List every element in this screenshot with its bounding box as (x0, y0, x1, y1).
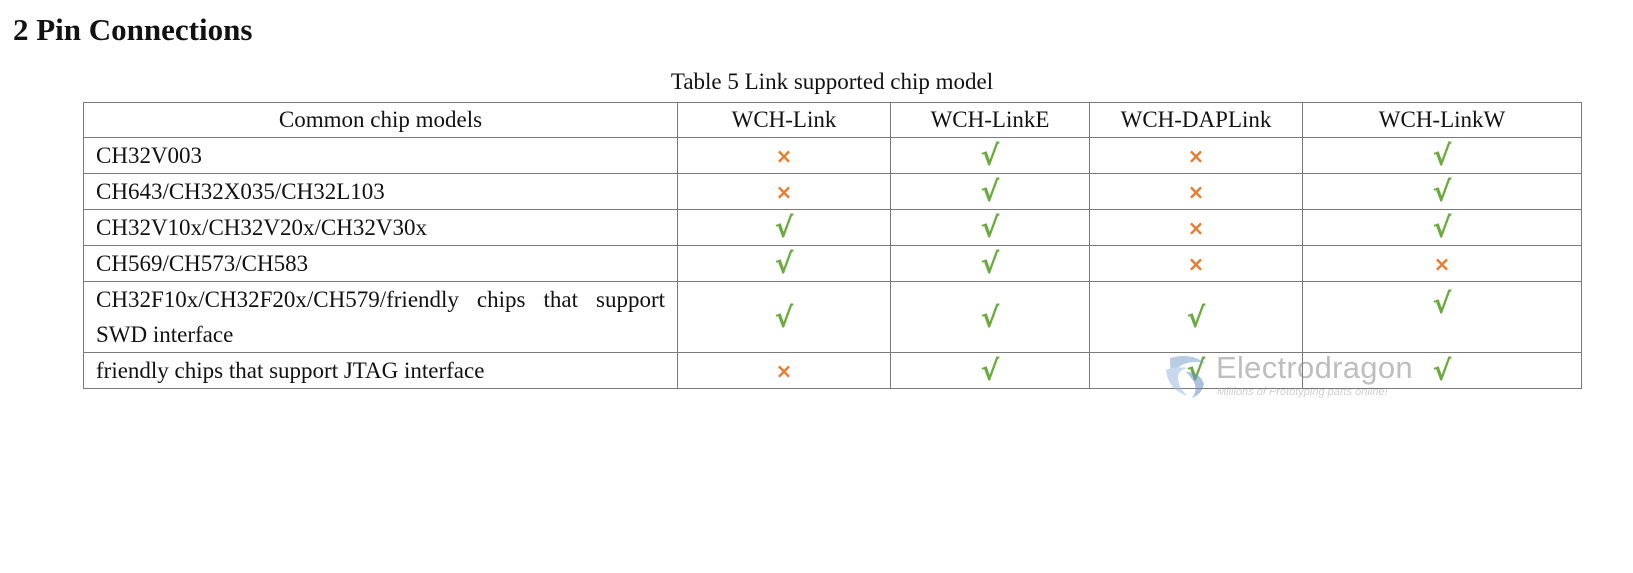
support-mark-icon: √ (1432, 211, 1452, 244)
support-mark-icon: × (1187, 251, 1205, 276)
support-mark-icon: × (775, 143, 793, 168)
table-header-row: Common chip models WCH-Link WCH-LinkE WC… (83, 102, 1582, 138)
watermark-tagline: Millions of Prototyping parts online! (1217, 386, 1388, 398)
support-mark-icon: √ (980, 300, 1000, 334)
support-mark-icon: × (1433, 251, 1451, 276)
chip-support-table: Common chip models WCH-Link WCH-LinkE WC… (83, 102, 1582, 389)
table-caption: Table 5 Link supported chip model (670, 69, 994, 94)
watermark-name: Electrodragon (1216, 350, 1413, 385)
table-row: CH569/CH573/CH583 √ √ × × (83, 245, 1582, 282)
chip-model-cell: CH569/CH573/CH583 (83, 245, 678, 282)
electrodragon-logo-icon (1166, 356, 1206, 398)
support-mark-icon: × (775, 358, 793, 383)
support-mark-icon: √ (774, 211, 794, 244)
header-wch-linke: WCH-LinkE (890, 102, 1090, 138)
support-mark-icon: √ (1186, 300, 1206, 334)
table-row: CH32V003 × √ × √ (83, 137, 1582, 174)
chip-model-cell: friendly chips that support JTAG interfa… (83, 352, 678, 389)
header-wch-link: WCH-Link (677, 102, 891, 138)
support-mark-icon: × (775, 179, 793, 204)
header-wch-linkw: WCH-LinkW (1302, 102, 1582, 138)
table-row: CH643/CH32X035/CH32L103 × √ × √ (83, 173, 1582, 210)
chip-model-cell: CH643/CH32X035/CH32L103 (83, 173, 678, 210)
support-mark-icon: √ (1432, 175, 1452, 208)
header-wch-daplink: WCH-DAPLink (1089, 102, 1303, 138)
support-mark-icon: √ (1432, 286, 1452, 320)
chip-model-cell: CH32V003 (83, 137, 678, 174)
support-mark-icon: √ (1432, 354, 1452, 387)
support-mark-icon: √ (980, 247, 1000, 280)
support-mark-icon: √ (980, 354, 1000, 387)
support-mark-icon: √ (1432, 139, 1452, 172)
support-mark-icon: √ (980, 139, 1000, 172)
support-mark-icon: √ (774, 300, 794, 334)
support-mark-icon: × (1187, 143, 1205, 168)
table-row: CH32V10x/CH32V20x/CH32V30x √ √ × √ (83, 209, 1582, 246)
chip-model-cell: CH32V10x/CH32V20x/CH32V30x (83, 209, 678, 246)
chip-model-cell: CH32F10x/CH32F20x/CH579/friendly chips t… (83, 281, 678, 353)
table-row: CH32F10x/CH32F20x/CH579/friendly chips t… (83, 281, 1582, 353)
support-mark-icon: √ (774, 247, 794, 280)
section-heading: 2 Pin Connections (13, 12, 253, 47)
support-mark-icon: √ (980, 211, 1000, 244)
header-chip-models: Common chip models (83, 102, 678, 138)
support-mark-icon: × (1187, 215, 1205, 240)
electrodragon-watermark: Electrodragon Millions of Prototyping pa… (1162, 350, 1422, 402)
support-mark-icon: × (1187, 179, 1205, 204)
support-mark-icon: √ (980, 175, 1000, 208)
